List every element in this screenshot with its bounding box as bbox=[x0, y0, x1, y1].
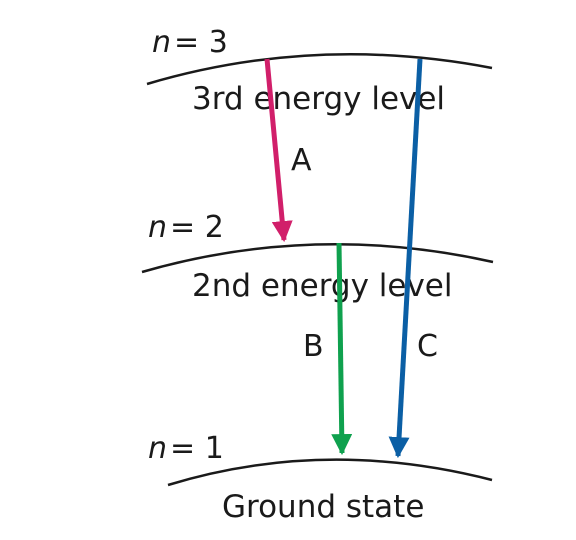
level-3-line bbox=[146, 53, 493, 86]
level-3-name: 3rd energy level bbox=[192, 81, 445, 117]
transition-a-arrow bbox=[264, 58, 293, 243]
transition-b-arrow bbox=[331, 242, 353, 456]
transition-c-arrow bbox=[388, 58, 423, 459]
level-1-number: n= 1 bbox=[148, 431, 224, 466]
transition-c-label: C bbox=[417, 329, 438, 364]
level-1-name: Ground state bbox=[222, 489, 424, 525]
level-2-number: n= 2 bbox=[148, 210, 224, 245]
transition-a-label: A bbox=[291, 143, 312, 178]
level-2-name: 2nd energy level bbox=[192, 268, 453, 304]
level-1-line bbox=[167, 458, 493, 487]
level-2-line bbox=[141, 243, 494, 274]
level-3-number: n= 3 bbox=[152, 25, 228, 60]
transition-b-label: B bbox=[303, 329, 324, 364]
